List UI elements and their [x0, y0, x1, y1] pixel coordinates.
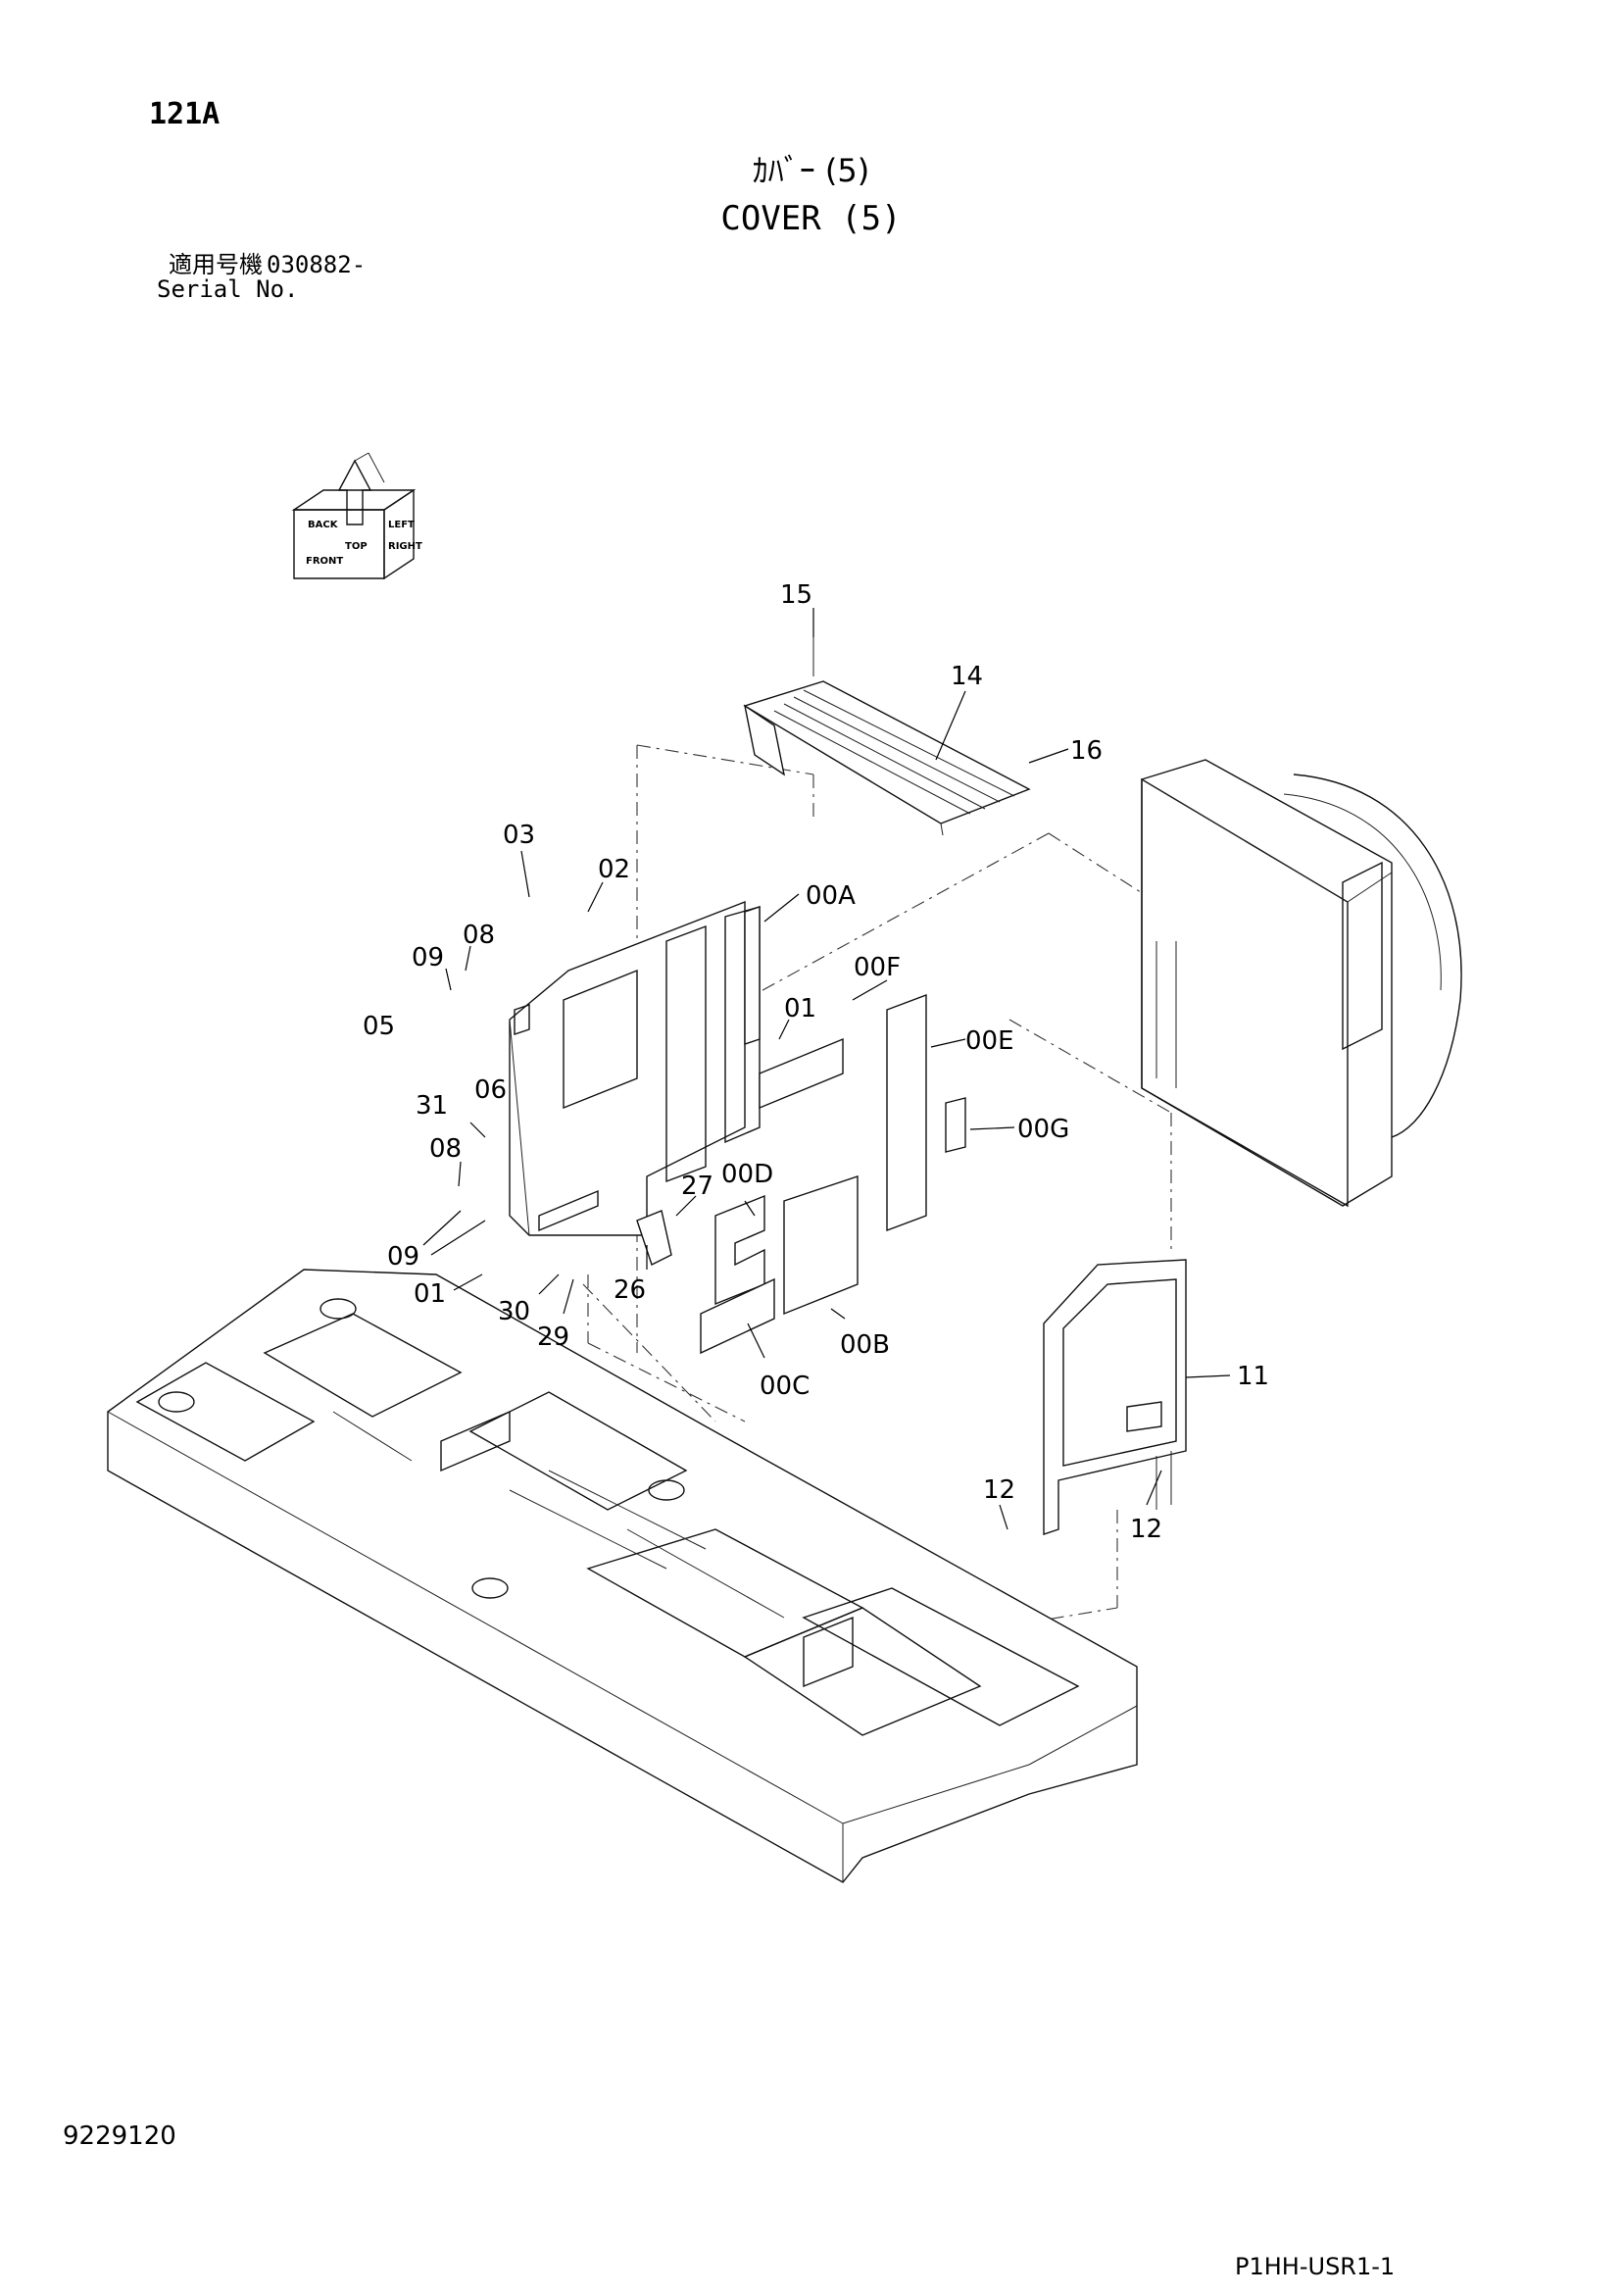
callout-06: 06 [474, 1075, 507, 1105]
part-11-side-cover [1043, 1259, 1187, 1535]
callout-03: 03 [503, 821, 535, 850]
title-english: COVER (5) [720, 199, 902, 238]
document-number: 9229120 [63, 2121, 176, 2151]
callout-01-lower: 01 [414, 1279, 446, 1309]
callout-00E: 00E [965, 1026, 1014, 1056]
callout-30: 30 [498, 1297, 530, 1326]
upper-frame [107, 1269, 1138, 1883]
callout-12-right: 12 [1130, 1515, 1162, 1544]
orientation-label-top: TOP [345, 541, 368, 552]
page-code: 121A [149, 97, 221, 131]
serial-label-english: Serial No. [157, 275, 299, 303]
callout-27: 27 [681, 1172, 713, 1201]
serial-value: 030882- [267, 251, 367, 278]
callout-00C: 00C [760, 1372, 810, 1401]
callout-01-upper: 01 [784, 994, 816, 1023]
part-14-top-guard [743, 627, 1031, 836]
title-japanese: ｶﾊﾞｰ (5) [752, 152, 870, 189]
page-reference: P1HH-USR1-1 [1235, 2253, 1396, 2280]
radiator-assembly [1141, 759, 1462, 1208]
orientation-label-back: BACK [308, 520, 339, 530]
callout-29: 29 [537, 1323, 569, 1352]
orientation-label-front: FRONT [306, 556, 343, 567]
callout-16: 16 [1070, 736, 1103, 766]
callout-labels: 15 14 16 03 02 00A 09 08 00F 05 06 01 00… [363, 580, 1269, 1544]
callout-08-upper: 08 [463, 921, 495, 950]
callout-00A: 00A [806, 881, 856, 911]
callout-00D: 00D [721, 1160, 773, 1189]
callout-15: 15 [780, 580, 812, 610]
callout-09-upper: 09 [412, 943, 444, 973]
callout-31: 31 [416, 1091, 448, 1121]
orientation-label-left: LEFT [388, 520, 415, 530]
callout-26: 26 [614, 1275, 646, 1305]
callout-00B: 00B [840, 1330, 890, 1360]
callout-05: 05 [363, 1012, 395, 1041]
callout-00G: 00G [1017, 1115, 1069, 1144]
callout-00F: 00F [854, 953, 901, 982]
orientation-label-right: RIGHT [388, 541, 422, 552]
callout-02: 02 [598, 855, 630, 884]
callout-12-left: 12 [983, 1475, 1015, 1505]
plate-parts [636, 906, 966, 1355]
callout-11: 11 [1237, 1362, 1269, 1391]
callout-14: 14 [951, 662, 983, 691]
leader-lines [422, 608, 1231, 1530]
serial-label-japanese: 適用号機 [169, 251, 263, 278]
callout-09-lower: 09 [387, 1242, 419, 1272]
orientation-icon: FRONT TOP RIGHT BACK LEFT [291, 452, 422, 580]
callout-08-lower: 08 [429, 1134, 462, 1164]
main-panel-assembly [509, 900, 761, 1236]
